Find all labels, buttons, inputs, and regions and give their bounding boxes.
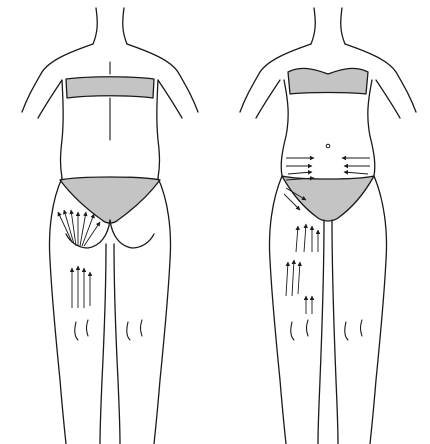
back-right-inner-arm <box>158 80 182 118</box>
front-right-knee-mark <box>345 320 362 340</box>
front-neck-right <box>341 8 345 44</box>
front-right-inner-leg <box>332 220 338 444</box>
front-view-figure <box>240 8 416 444</box>
front-left-inner-arm <box>256 80 280 118</box>
front-left-inner-leg <box>318 220 324 444</box>
front-left-knee-mark <box>291 320 308 340</box>
back-right-knee-mark <box>127 320 142 340</box>
back-left-inner-leg <box>100 244 106 444</box>
back-right-hip-leg <box>154 178 171 444</box>
back-briefs <box>60 177 160 223</box>
front-right-hip-leg <box>370 176 387 444</box>
front-bandeau-top <box>288 68 368 94</box>
back-right-buttock <box>110 220 154 248</box>
back-left-inner-arm <box>38 80 62 118</box>
front-left-hip-leg <box>270 176 287 444</box>
arrow-icon <box>82 214 94 246</box>
arrow-icon <box>80 212 86 246</box>
back-left-knee-mark <box>75 320 88 340</box>
front-briefs <box>282 176 374 221</box>
arrow-icon <box>298 262 300 294</box>
arrow-icon <box>286 262 288 296</box>
back-neck-right <box>123 8 127 44</box>
back-view-arrows <box>58 210 100 308</box>
arrow-icon <box>58 212 72 242</box>
back-neck-left <box>93 8 97 44</box>
front-torso-left <box>281 80 288 176</box>
back-bandeau-top <box>66 77 154 98</box>
arrow-icon <box>344 172 368 174</box>
arrow-icon <box>304 224 306 252</box>
back-torso-right <box>157 80 160 178</box>
back-right-inner-leg <box>114 244 120 444</box>
arrow-icon <box>288 172 312 174</box>
front-neck-left <box>311 8 315 44</box>
front-right-inner-arm <box>376 80 400 118</box>
arrow-icon <box>292 260 294 296</box>
arrow-icon <box>296 226 298 252</box>
back-torso-left <box>61 80 64 178</box>
back-view-figure <box>22 8 198 444</box>
navel-dot-icon <box>326 144 330 148</box>
back-left-hip-leg <box>50 178 67 444</box>
front-torso-right <box>368 80 375 176</box>
